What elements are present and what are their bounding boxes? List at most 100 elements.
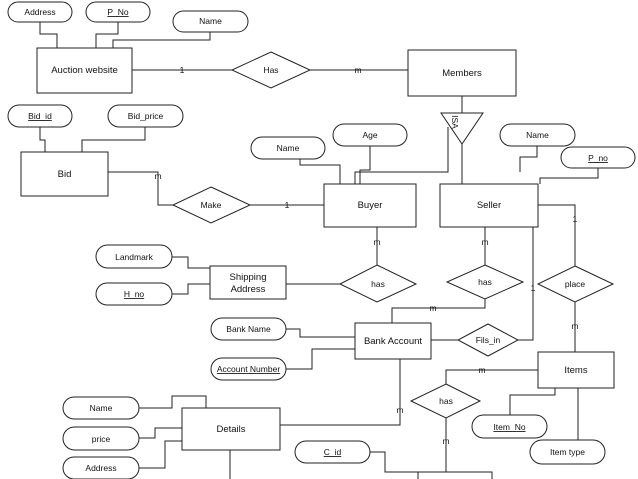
relationship-has-bank: has: [445, 264, 525, 300]
attribute-c-id: C_id: [294, 440, 371, 464]
cardinality-has-members: m: [354, 65, 361, 75]
entity-shipping-address: Shipping Address: [209, 265, 287, 300]
cardinality-items-has: m: [478, 365, 485, 375]
attribute-p-no: P_No: [85, 1, 151, 23]
attribute-address: Address: [7, 1, 73, 23]
attribute-p-no-seller: P_no: [560, 146, 636, 169]
relationship-label: place: [565, 279, 586, 289]
attribute-label: Item_No: [493, 422, 525, 432]
line-address-auction: [39, 22, 58, 48]
entity-bank-account: Bank Account: [354, 322, 432, 360]
attribute-bid-id: Bid_id: [7, 104, 73, 128]
line-price-details: [139, 427, 182, 439]
entity-label: Items: [564, 365, 587, 376]
entity-details: Details: [181, 407, 281, 451]
entity-label: Details: [216, 424, 245, 435]
line-pno-auction: [95, 22, 119, 48]
attribute-label: P_no: [588, 153, 608, 163]
cardinality-make-buyer: 1: [285, 200, 290, 210]
relationship-fils-in: Fils_in: [456, 323, 520, 357]
entity-lower-partial: [417, 471, 493, 479]
relationship-label: has: [478, 277, 492, 287]
entity-buyer: Buyer: [323, 183, 417, 228]
relationship-label: Make: [201, 200, 222, 210]
line-bankname-bank: [286, 328, 355, 338]
entity-label: Seller: [477, 200, 501, 211]
line-age-buyer: [359, 146, 371, 184]
entity-items: Items: [537, 351, 615, 389]
cardinality-seller-has: m: [481, 237, 488, 247]
attribute-label: C_id: [324, 447, 342, 457]
attribute-label: Bid_price: [128, 111, 164, 121]
line-name-auction: [112, 32, 211, 48]
cardinality-place-items: m: [571, 321, 578, 331]
relationship-has-shipping: has: [338, 264, 418, 303]
attribute-label: Name: [90, 403, 113, 413]
line-has-bank: [391, 299, 486, 323]
attribute-name-details: Name: [62, 396, 140, 420]
relationship-place: place: [536, 265, 615, 303]
entity-label: Members: [442, 68, 482, 79]
attribute-label: Name: [277, 143, 300, 153]
attribute-label: Address: [24, 7, 55, 17]
cardinality-seller-place: 1: [573, 214, 578, 224]
line-address-details: [139, 440, 182, 469]
relationship-label: ISA: [450, 115, 460, 129]
line-accountnumber-bank: [286, 348, 355, 370]
entity-members: Members: [407, 49, 517, 97]
attribute-bank-name: Bank Name: [210, 317, 287, 341]
entity-bid: Bid: [20, 151, 109, 197]
cardinality-has-lower: m: [442, 436, 449, 446]
connector-lines: [39, 22, 599, 479]
entity-label: Auction website: [51, 65, 118, 76]
relationship-label: has: [439, 396, 453, 406]
cardinality-buyer-has: m: [373, 237, 380, 247]
attribute-h-no: H_no: [95, 282, 173, 306]
attribute-bid-price: Bid_price: [107, 104, 184, 128]
relationship-isa: ISA: [440, 112, 484, 145]
attribute-item-no: Item_No: [471, 414, 548, 439]
attribute-label: Account Number: [217, 364, 280, 374]
line-pno-seller: [539, 168, 599, 184]
attribute-landmark: Landmark: [95, 244, 173, 269]
line-landmark-shipping: [172, 256, 210, 269]
attribute-item-type: Item type: [529, 439, 606, 465]
entity-label: Bank Account: [364, 336, 422, 347]
line-bidid-bid: [39, 127, 46, 152]
line-items-itemno: [509, 388, 556, 415]
relationship-has-details: has: [409, 383, 482, 419]
relationship-has-members: Has: [230, 51, 312, 89]
cardinality-labels: 1 m m 1 m m m 1 m 1 m m m: [154, 65, 578, 446]
entity-auction-website: Auction website: [36, 47, 133, 94]
cardinality-details-has: m: [396, 405, 403, 415]
attribute-name-buyer: Name: [250, 136, 326, 160]
attribute-label: Bid_id: [28, 111, 52, 121]
entity-label: Bid: [58, 169, 72, 180]
cardinality-auction-has: 1: [180, 65, 185, 75]
entity-label: Buyer: [358, 200, 383, 211]
line-filsin-seller: [518, 227, 534, 341]
attribute-label: P_No: [107, 7, 129, 17]
line-items-has: [445, 369, 538, 384]
relationship-label: Fils_in: [476, 335, 501, 345]
relationship-label: Has: [263, 65, 278, 75]
relationship-label: has: [371, 279, 385, 289]
relationship-make: Make: [171, 186, 252, 224]
line-bidprice-bid: [81, 127, 146, 152]
line-seller-place: [538, 204, 576, 266]
line-name-buyer: [299, 159, 341, 184]
attribute-address-details: Address: [62, 456, 140, 479]
attribute-label: Landmark: [115, 252, 154, 262]
attribute-label: Age: [362, 130, 377, 140]
entity-seller: Seller: [439, 183, 539, 228]
attribute-label: Bank Name: [226, 324, 271, 334]
attribute-label: Name: [199, 16, 222, 26]
line-cid-lower: [370, 451, 418, 473]
entity-label-line2: Address: [231, 284, 266, 295]
attribute-label: H_no: [124, 289, 145, 299]
cardinality-has-bank: m: [429, 303, 436, 313]
attribute-age: Age: [332, 123, 408, 147]
line-hno-shipping: [172, 283, 210, 295]
attribute-label: price: [92, 434, 111, 444]
